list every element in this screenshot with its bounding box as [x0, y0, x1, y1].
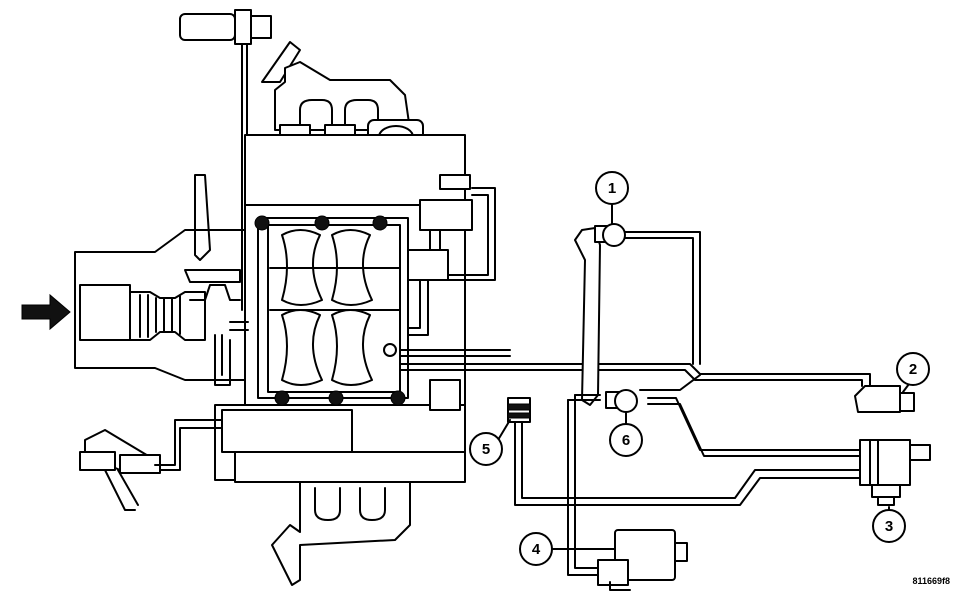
callout-2-label: 2 — [909, 361, 917, 378]
solenoid-3 — [859, 439, 931, 506]
callout-3-label: 3 — [885, 518, 893, 535]
callout-2: 2 — [896, 352, 930, 386]
callout-6-label: 6 — [622, 432, 630, 449]
callout-1: 1 — [595, 171, 629, 205]
callout-1-label: 1 — [608, 180, 616, 197]
check-valve-1 — [594, 223, 626, 247]
callout-leaders — [497, 203, 910, 550]
egr-valve-cluster — [407, 174, 496, 411]
sensor-2 — [854, 385, 915, 413]
actuator-4 — [597, 529, 688, 591]
fuel-fitting — [79, 419, 223, 511]
engine-block — [214, 204, 466, 483]
callout-4: 4 — [519, 532, 553, 566]
air-intake-housing — [74, 174, 246, 381]
callout-5-label: 5 — [482, 441, 490, 458]
vacuum-lines — [399, 227, 871, 576]
figure-reference: 811669f8 — [912, 576, 950, 586]
top-solenoid — [179, 9, 272, 311]
bolts — [254, 215, 406, 406]
callout-4-label: 4 — [532, 541, 541, 558]
callout-3: 3 — [872, 509, 906, 543]
airflow-arrow-icon — [21, 293, 71, 331]
callout-6: 6 — [609, 423, 643, 457]
callout-5: 5 — [469, 432, 503, 466]
lower-manifold — [271, 481, 411, 586]
intake-hoses — [214, 321, 249, 386]
vacuum-filter-5 — [507, 397, 531, 423]
upper-manifold — [244, 41, 466, 211]
check-valve-6 — [605, 389, 638, 413]
